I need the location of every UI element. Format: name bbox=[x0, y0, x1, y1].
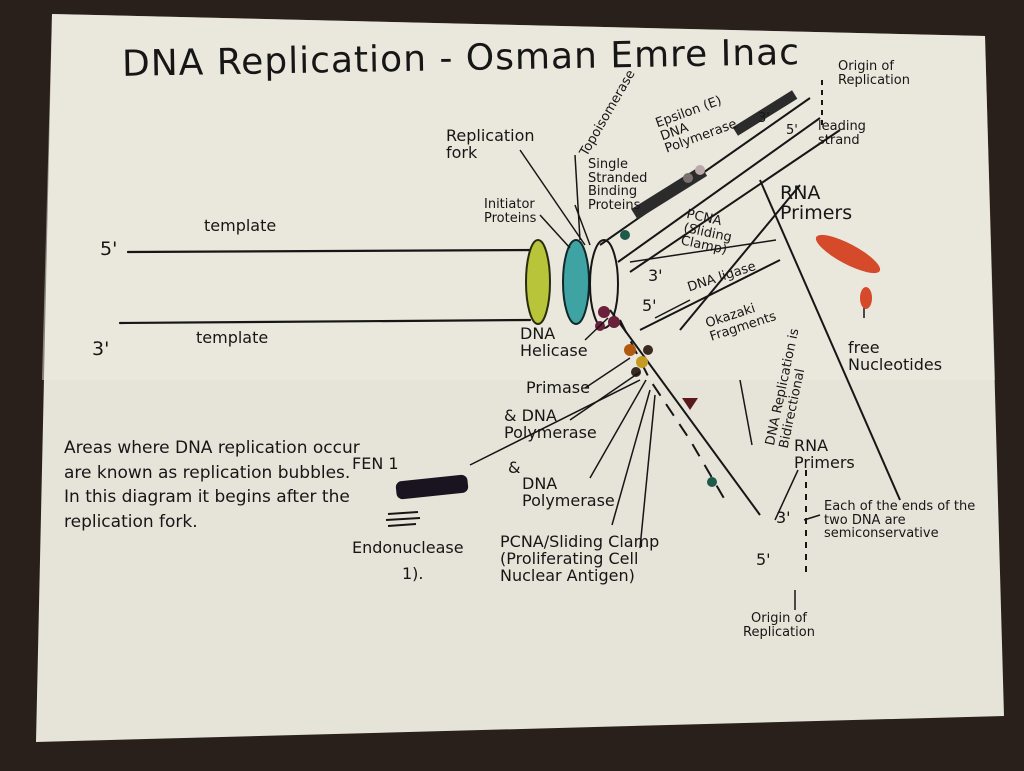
label-primase: Primase bbox=[526, 378, 590, 397]
rna-primer-shape bbox=[815, 234, 881, 274]
label-origin-bottom: Origin of Replication bbox=[743, 611, 815, 640]
label-replication-fork: Replication fork bbox=[446, 126, 535, 162]
label-initiator-proteins: Initiator Proteins bbox=[484, 197, 537, 226]
label-mid-5: 5' bbox=[642, 296, 657, 315]
enzyme-cluster bbox=[595, 306, 653, 377]
label-template-top: template bbox=[204, 216, 277, 235]
label-dna-polymerase-alpha: & DNA Polymerase bbox=[504, 406, 597, 442]
label-mid-3: 3' bbox=[648, 266, 663, 285]
label-3-top: 3' bbox=[758, 111, 770, 126]
label-bottom-3: 3' bbox=[776, 508, 791, 527]
label-semiconservative: Each of the ends of the two DNA are semi… bbox=[824, 499, 976, 542]
label-5-top: 5' bbox=[786, 123, 798, 138]
label-bottom-5: 5' bbox=[756, 550, 771, 569]
pointer-lines bbox=[469, 149, 865, 610]
label-dna-polymerase-delta: DNA Polymerase bbox=[522, 474, 615, 510]
label-left-3: 3' bbox=[92, 338, 110, 360]
fen1-block bbox=[395, 474, 469, 500]
free-nucleotide-shape bbox=[860, 287, 872, 309]
template-strands bbox=[118, 248, 542, 325]
label-rna-primers-bottom: RNA Primers bbox=[794, 436, 855, 472]
ssb-dot-2 bbox=[695, 165, 705, 175]
label-free-nucleotides: free Nucleotides bbox=[848, 338, 943, 374]
leading-strand-lines bbox=[599, 97, 841, 273]
okazaki-marker bbox=[682, 398, 698, 410]
label-pcna-bottom: PCNA/Sliding Clamp (Proliferating Cell N… bbox=[500, 532, 660, 585]
ssb-dot bbox=[683, 173, 693, 183]
pcna-dot bbox=[620, 230, 630, 240]
label-fen1: FEN 1 bbox=[352, 454, 399, 473]
endonuclease-hatch bbox=[385, 511, 421, 527]
label-ssb: Single Stranded Binding Proteins bbox=[588, 157, 648, 213]
leading-strand-block bbox=[732, 90, 798, 136]
label-rna-primers-top: RNA Primers bbox=[780, 182, 853, 224]
helicase-ring bbox=[562, 239, 590, 325]
label-fen1-amp: & bbox=[508, 458, 521, 477]
label-origin-top: Origin of Replication bbox=[838, 59, 910, 88]
note-replication-bubbles: Areas where DNA replication occur are kn… bbox=[64, 438, 360, 532]
label-leading-strand: leading strand bbox=[818, 119, 866, 148]
initiator-protein-ring bbox=[525, 239, 551, 325]
label-endonuclease-1: 1). bbox=[402, 564, 424, 583]
label-dna-helicase: DNA Helicase bbox=[520, 324, 588, 360]
lagging-strand-lines bbox=[609, 179, 901, 516]
label-endonuclease: Endonuclease bbox=[352, 538, 464, 557]
label-template-bottom: template bbox=[196, 328, 269, 347]
label-left-5: 5' bbox=[100, 238, 118, 260]
lagging-dot bbox=[707, 477, 717, 487]
